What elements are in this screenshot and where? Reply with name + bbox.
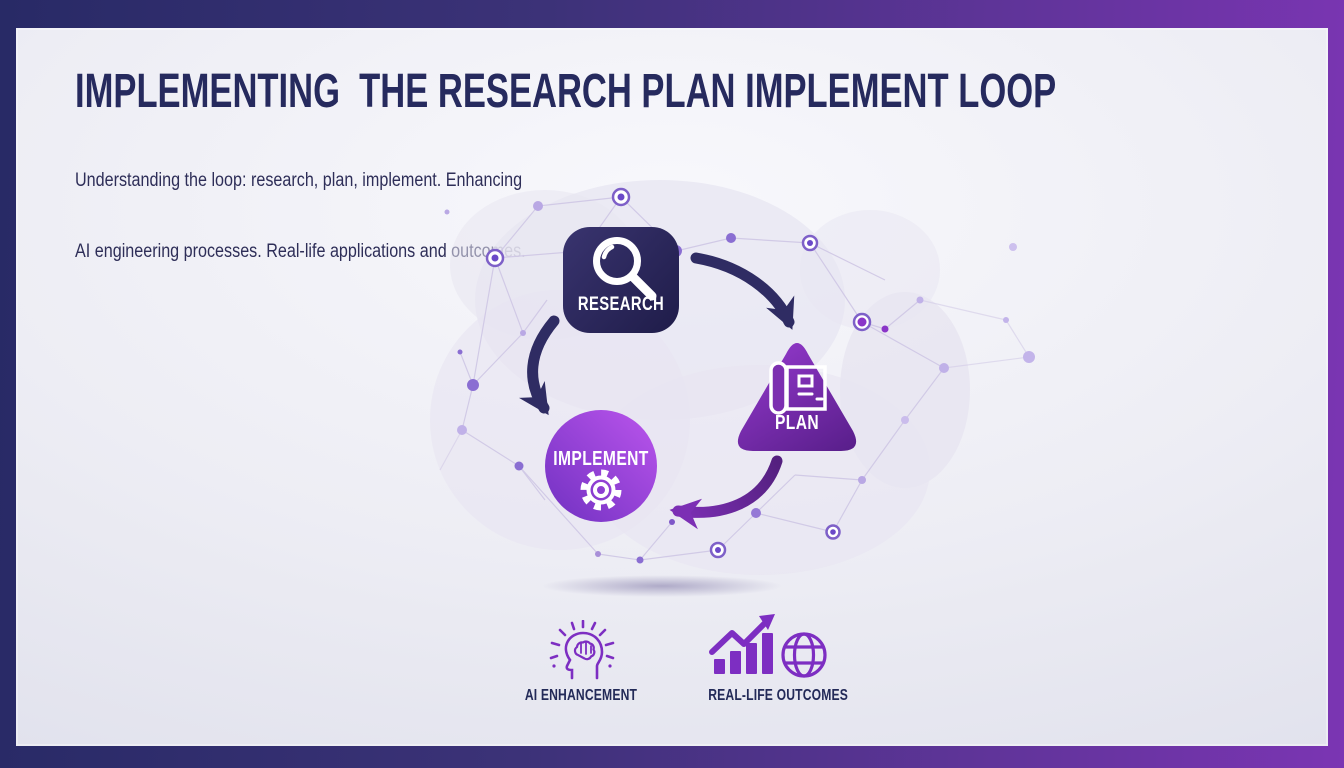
gear-icon (580, 469, 622, 511)
arrow-research-to-implement (519, 315, 560, 416)
feature-real-life-outcomes: REAL-LIFE OUTCOMES (689, 614, 849, 705)
page-title: IMPLEMENTING THE RESEARCH PLAN IMPLEMENT… (75, 65, 1057, 118)
node-plan-shape (737, 343, 857, 451)
node-research-shape (563, 227, 679, 333)
diagram-shadow (542, 575, 782, 597)
growth-globe-icon (709, 614, 827, 678)
subtitle-line-1: Understanding the loop: research, plan, … (75, 170, 523, 191)
arrow-plan-to-implement (669, 455, 783, 530)
feature-ai-label: AI ENHANCEMENT (524, 687, 638, 704)
feature-ai-enhancement: AI ENHANCEMENT (501, 620, 661, 705)
arrow-research-to-plan (690, 252, 795, 330)
ai-head-icon (549, 620, 615, 680)
feature-outcomes-label: REAL-LIFE OUTCOMES (708, 687, 849, 704)
implement-node-label: IMPLEMENT (553, 448, 649, 470)
node-implement-shape (545, 410, 657, 522)
plan-node-label: PLAN (774, 412, 820, 434)
network-lines (439, 196, 1030, 561)
magnifier-icon (593, 237, 657, 301)
blueprint-icon (769, 361, 827, 415)
research-node-label: RESEARCH (577, 294, 665, 315)
